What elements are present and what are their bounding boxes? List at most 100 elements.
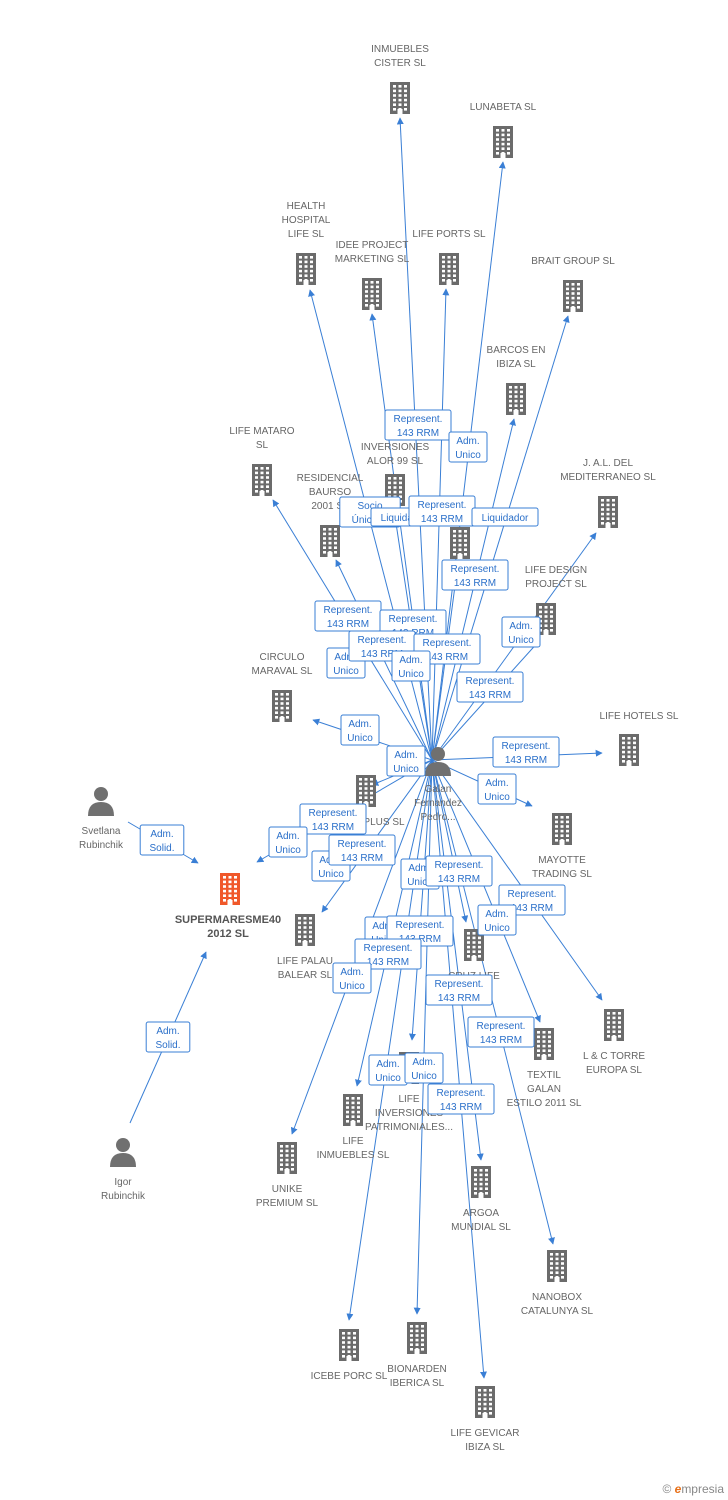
node-label: LIFE PORTS SL [412,229,486,240]
edge-label-l21: Represent.143 RRM [299,803,367,835]
edge-label-text: Represent. [394,414,443,425]
edge-label-text: Adm. [376,1059,399,1070]
building-icon [493,126,513,158]
edge-label-l15: Represent.143 RRM [456,671,524,703]
person-icon [425,747,451,776]
node-lunabeta[interactable]: LUNABETA SL [470,102,537,158]
edge-label-text: 143 RRM [505,755,547,766]
edge-label-l36: Adm.Unico [404,1052,444,1084]
node-life_hotels[interactable]: LIFE HOTELS SL [600,711,679,766]
node-label: PREMIUM SL [256,1198,319,1209]
copyright-symbol: © [662,1482,672,1496]
edge-label-text: Unico [393,764,419,775]
edge-label-text: Represent. [423,638,472,649]
edge-label-l37: Represent.143 RRM [427,1083,495,1115]
edge-label-text: Adm. [276,831,299,842]
building-icon [536,603,556,635]
building-icon [552,813,572,845]
edge-label-text: Represent. [451,564,500,575]
edge-label-l5: Represent.143 RRM [408,495,476,527]
building-icon [506,383,526,415]
brand-watermark: © empresia [662,1482,724,1496]
edge-label-text: Adm. [394,750,417,761]
node-label: 2012 SL [207,928,249,940]
edge-label-l1: Represent.143 RRM [384,409,452,441]
building-icon [604,1009,624,1041]
node-label: PLUS SL [363,817,405,828]
building-icon [534,1028,554,1060]
building-icon [471,1166,491,1198]
node-label: MEDITERRANEO SL [560,472,656,483]
edge-label-text: Adm. [399,655,422,666]
node-hidden1[interactable] [450,527,470,559]
edge-label-text: Adm. [408,863,431,874]
edge-label-l35: Adm.Unico [368,1054,408,1086]
node-label: CISTER SL [374,58,426,69]
edge-label-l14: Adm.Unico [391,650,431,682]
node-label: MAYOTTE [538,855,586,866]
person-icon [110,1138,136,1167]
building-icon [339,1329,359,1361]
building-icon [598,496,618,528]
node-plus[interactable]: PLUS SL [356,775,405,828]
node-label: LIFE [398,1094,419,1105]
edge-label-text: 143 RRM [454,578,496,589]
edge-label-text: Represent. [435,860,484,871]
building-icon [320,525,340,557]
edge-label-text: Represent. [477,1021,526,1032]
node-label: Galan [425,784,452,795]
edge-label-text: Represent. [502,741,551,752]
edge-label-text: Represent. [396,920,445,931]
edge-label-l28: Adm.Unico [477,904,517,936]
edge-label-text: Adm. [412,1057,435,1068]
edge-label-l20: Adm.Solid. [139,824,185,856]
node-label: INVERSIONES [361,442,430,453]
edge-label-text: 143 RRM [367,957,409,968]
edge-label-text: 143 RRM [312,822,354,833]
node-label: ARGOA [463,1208,499,1219]
building-icon [252,464,272,496]
node-life_ports[interactable]: LIFE PORTS SL [412,229,486,285]
person-icon [88,787,114,816]
edge-label-text: Adm. [509,621,532,632]
edge-label-text: Socio [357,501,382,512]
node-barcos[interactable]: BARCOS EN IBIZA SL [487,345,546,415]
node-center[interactable]: GalanFernandezPedro... [414,747,462,823]
node-label: BAURSO [309,487,351,498]
node-label: PATRIMONIALES... [365,1122,453,1133]
edge-center-to-icebe [346,759,433,1321]
node-label: RESIDENCIAL [297,473,364,484]
node-brait[interactable]: BRAIT GROUP SL [531,256,615,312]
node-label: Pedro... [420,812,455,823]
building-icon [563,280,583,312]
node-label: LIFE DESIGN [525,565,587,576]
node-label: BARCOS EN [487,345,546,356]
edge-center-to-lc_torre [431,759,603,1001]
node-label: SL [256,440,269,451]
node-label: IBIZA SL [496,359,536,370]
node-label: EUROPA SL [586,1065,642,1076]
node-icebe[interactable]: ICEBE PORC SL [311,1329,388,1382]
edge-label-text: Adm. [334,652,357,663]
